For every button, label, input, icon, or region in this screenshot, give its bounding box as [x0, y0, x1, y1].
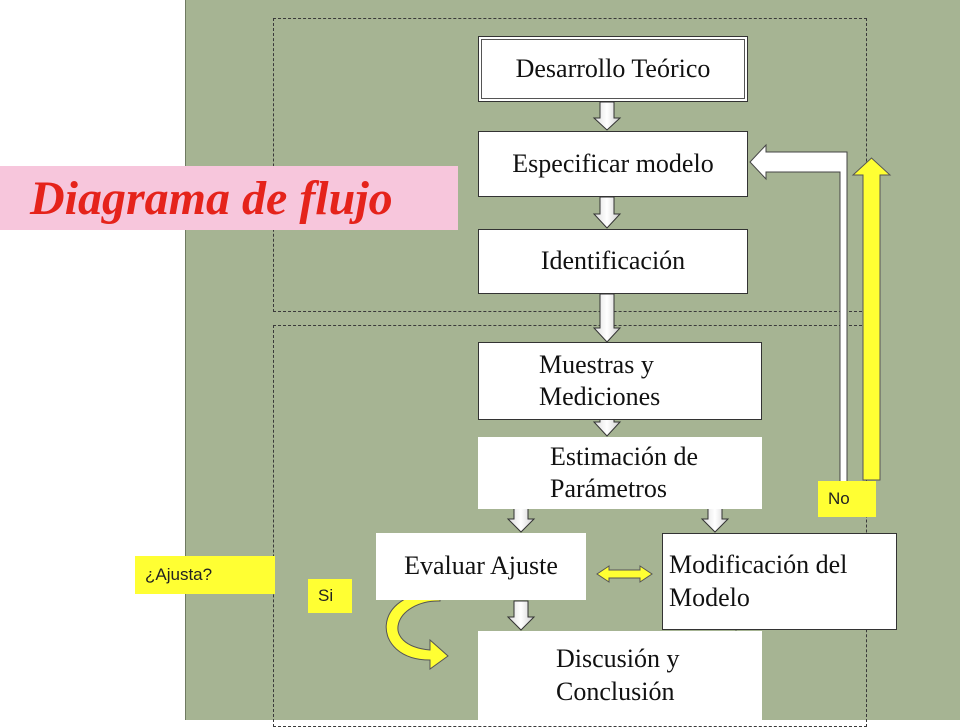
node-desarrollo-label: Desarrollo Teórico — [515, 53, 711, 83]
bidirectional-arrow-evaluar-modificacion — [596, 565, 653, 583]
feedback-arrow-to-especificar — [749, 143, 848, 506]
node-discusion-conclusion: Discusión y Conclusión — [478, 631, 762, 720]
node-identificacion: Identificación — [478, 229, 748, 294]
title-band: Diagrama de flujo — [0, 166, 458, 230]
curved-yes-arrow — [385, 591, 449, 670]
node-muestras-mediciones: Muestras y Mediciones — [478, 342, 762, 420]
node-evaluar-ajuste: Evaluar Ajuste — [376, 533, 586, 600]
node-especificar-label: Especificar modelo — [512, 148, 714, 178]
label-no-text: No — [828, 489, 850, 508]
arrow-especificar-to-identificacion — [592, 196, 622, 229]
node-muestras-label: Muestras y Mediciones — [539, 349, 661, 412]
arrow-evaluar-to-discusion — [506, 600, 536, 631]
label-ajusta-text: ¿Ajusta? — [145, 565, 213, 584]
node-estimacion-label: Estimación de Parámetros — [550, 441, 699, 504]
node-estimacion-parametros: Estimación de Parámetros — [478, 437, 762, 509]
label-si-text: Si — [318, 586, 334, 605]
node-discusion-label: Discusión y Conclusión — [556, 644, 680, 706]
label-si: Si — [308, 579, 352, 613]
node-especificar-modelo: Especificar modelo — [478, 131, 748, 197]
diagram-title: Diagrama de flujo — [30, 171, 393, 225]
arrow-desarrollo-to-especificar — [592, 101, 622, 131]
node-desarrollo-teorico: Desarrollo Teórico — [478, 36, 748, 102]
node-modificacion-label: Modificación del Modelo — [669, 550, 848, 612]
arrow-identificacion-to-muestras — [592, 293, 622, 343]
label-no: No — [818, 481, 876, 517]
label-ajusta: ¿Ajusta? — [135, 556, 275, 594]
node-evaluar-label: Evaluar Ajuste — [404, 551, 558, 581]
node-identificacion-label: Identificación — [540, 246, 686, 276]
node-modificacion-modelo: Modificación del Modelo — [662, 533, 897, 630]
yellow-up-arrow — [851, 157, 892, 481]
